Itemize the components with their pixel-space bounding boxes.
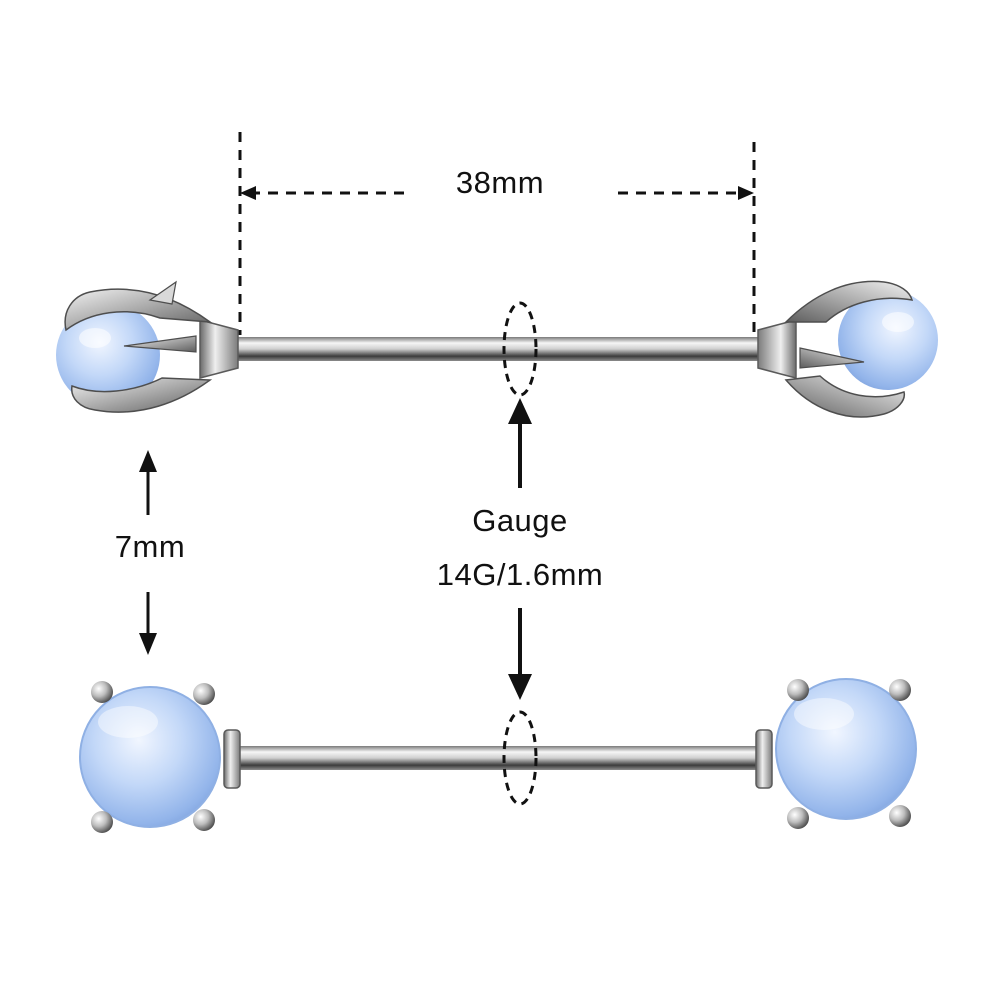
length-dimension <box>238 132 756 335</box>
left-prong-stone <box>79 686 221 828</box>
right-claw-talon-mid <box>799 347 865 369</box>
bar-length-label: 38mm <box>455 165 545 200</box>
bottom-bar-shaft <box>236 746 760 770</box>
claw-setting-barbell <box>56 280 938 418</box>
ball-arrow-down-head <box>139 633 157 655</box>
left-prong-collar <box>223 729 241 789</box>
right-stone-highlight <box>794 698 854 730</box>
right-prong-top-right <box>889 679 911 701</box>
gauge-arrow-down-head <box>508 674 532 700</box>
gauge-title-label: Gauge <box>472 503 568 538</box>
top-bar-shaft <box>236 337 760 361</box>
right-prong-collar <box>755 729 773 789</box>
left-claw-lower <box>71 377 213 413</box>
right-claw-collar <box>757 319 797 379</box>
right-opal-ball <box>838 290 938 390</box>
right-prong-top-left <box>787 679 809 701</box>
right-prong-stone <box>775 678 917 820</box>
ball-size-label: 7mm <box>114 529 186 564</box>
prong-setting-barbell <box>79 678 917 833</box>
right-prong-bottom-left <box>787 807 809 829</box>
bottom-gauge-ring <box>502 710 538 806</box>
right-prong-end <box>755 678 917 829</box>
length-arrowhead-left <box>240 186 256 200</box>
right-opal-highlight <box>882 312 914 332</box>
left-prong-bottom-right <box>193 809 215 831</box>
left-opal-highlight <box>79 328 111 348</box>
left-stone-highlight <box>98 706 158 738</box>
right-claw-lower <box>784 375 906 418</box>
left-claw-end <box>56 280 239 413</box>
ball-size-arrows <box>139 450 157 655</box>
left-claw-collar <box>199 319 239 379</box>
top-gauge-ring <box>502 301 538 397</box>
gauge-arrow-up-head <box>508 398 532 424</box>
left-prong-top-right <box>193 683 215 705</box>
left-prong-end <box>79 681 241 833</box>
gauge-arrows <box>508 398 532 700</box>
left-prong-bottom-left <box>91 811 113 833</box>
left-claw-talon-mid <box>123 335 197 353</box>
left-opal-ball <box>56 303 160 407</box>
gauge-value-label: 14G/1.6mm <box>436 557 604 592</box>
right-prong-bottom-right <box>889 805 911 827</box>
right-claw-upper <box>784 280 914 323</box>
ball-arrow-up-head <box>139 450 157 472</box>
left-prong-top-left <box>91 681 113 703</box>
right-claw-end <box>757 280 938 418</box>
length-arrowhead-right <box>738 186 754 200</box>
left-claw-talon-top <box>148 280 177 305</box>
